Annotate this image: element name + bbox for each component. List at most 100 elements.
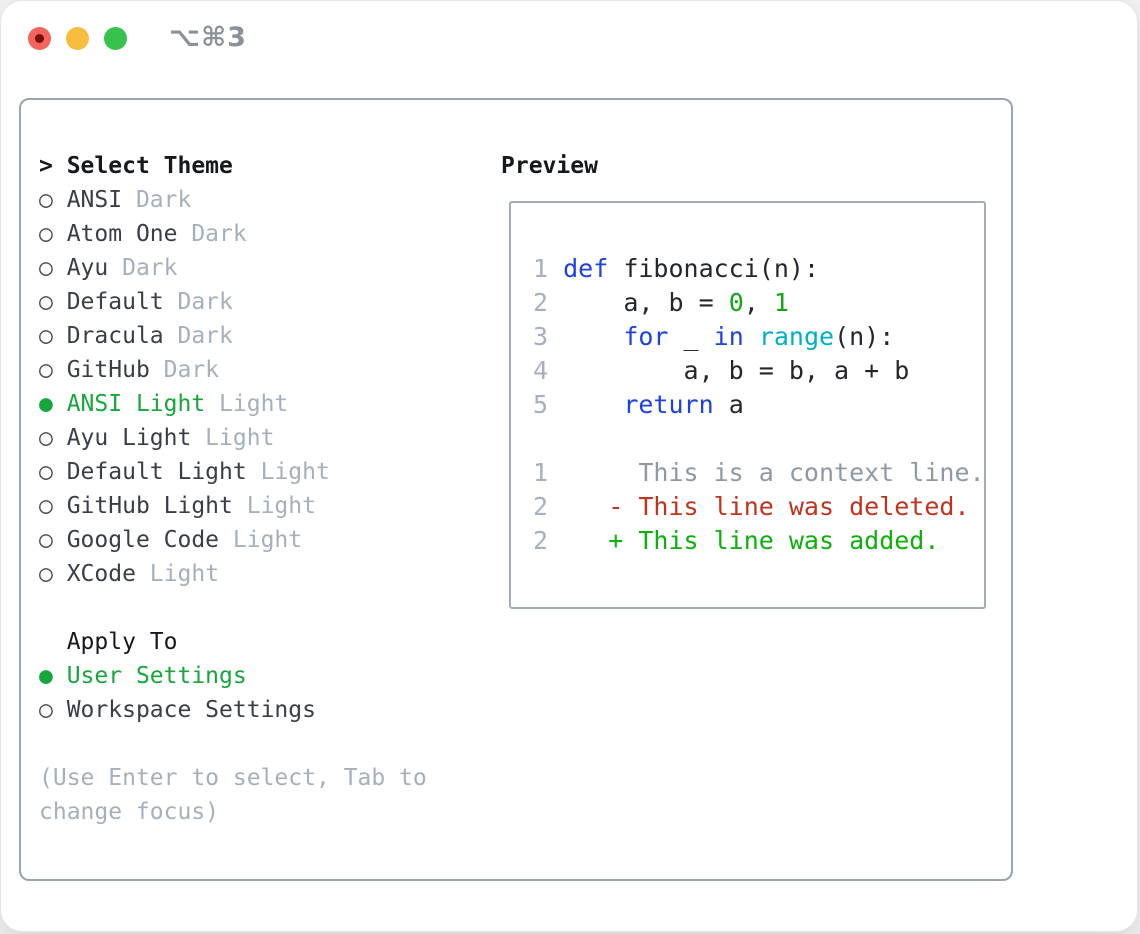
code-segment: (n): bbox=[834, 322, 895, 351]
theme-option-atom-one[interactable]: ○ Atom One Dark bbox=[39, 217, 427, 251]
radio-icon: ○ bbox=[39, 459, 67, 485]
theme-variant: Light bbox=[232, 493, 316, 519]
code-segment: return bbox=[623, 390, 714, 419]
code-segment: This is a context line. bbox=[563, 458, 985, 487]
theme-option-ansi[interactable]: ○ ANSI Dark bbox=[39, 183, 427, 217]
theme-option-google-code[interactable]: ○ Google Code Light bbox=[39, 523, 427, 557]
radio-icon: ○ bbox=[39, 561, 67, 587]
select-theme-title: Select Theme bbox=[66, 153, 233, 179]
code-segment: , bbox=[743, 288, 774, 317]
hint-text: (Use Enter to select, Tab to bbox=[39, 765, 427, 791]
line-number: 5 bbox=[533, 390, 564, 419]
apply-option-label: Workspace Settings bbox=[66, 697, 316, 723]
theme-name: XCode bbox=[66, 561, 136, 587]
radio-icon: ○ bbox=[39, 527, 67, 553]
code-segment: _ bbox=[668, 322, 714, 351]
theme-option-ansi-light[interactable]: ● ANSI Light Light bbox=[39, 387, 427, 421]
radio-selected-icon: ● bbox=[39, 663, 67, 689]
theme-variant: Light bbox=[219, 527, 303, 553]
theme-option-xcode[interactable]: ○ XCode Light bbox=[39, 557, 427, 591]
code-segment bbox=[563, 390, 623, 419]
theme-variant: Light bbox=[191, 425, 275, 451]
theme-name: ANSI Light bbox=[66, 391, 206, 417]
code-segment: 1 bbox=[773, 288, 789, 317]
indent bbox=[39, 629, 67, 655]
code-segment bbox=[744, 322, 759, 351]
code-segment: fibonacci(n): bbox=[623, 254, 819, 283]
line-number: 3 bbox=[533, 322, 564, 351]
close-button[interactable] bbox=[28, 27, 51, 50]
minimize-button[interactable] bbox=[66, 27, 89, 50]
theme-variant: Light bbox=[135, 561, 220, 587]
theme-name: Ayu bbox=[66, 255, 109, 281]
radio-icon: ○ bbox=[39, 357, 67, 383]
line-number: 4 bbox=[533, 356, 564, 385]
radio-icon: ○ bbox=[39, 697, 67, 723]
theme-name: GitHub bbox=[66, 357, 150, 383]
line-number: 2 bbox=[533, 288, 564, 317]
radio-icon: ○ bbox=[39, 187, 67, 213]
theme-name: Dracula bbox=[66, 323, 164, 349]
title-bar: ⌥⌘3 bbox=[1, 1, 1137, 77]
spacer bbox=[39, 727, 427, 761]
theme-variant: Dark bbox=[149, 357, 220, 383]
code-segment: def bbox=[563, 254, 624, 283]
radio-icon: ○ bbox=[39, 323, 67, 349]
blank-line bbox=[533, 422, 985, 456]
radio-icon: ○ bbox=[39, 221, 67, 247]
code-segment: in bbox=[713, 322, 744, 351]
preview-heading: Preview bbox=[501, 153, 598, 179]
theme-option-ayu-light[interactable]: ○ Ayu Light Light bbox=[39, 421, 427, 455]
code-line: 1 def fibonacci(n): bbox=[533, 252, 985, 286]
radio-icon: ○ bbox=[39, 425, 67, 451]
code-segment: a, b = b, a + b bbox=[563, 356, 910, 385]
theme-name: Default Light bbox=[66, 459, 247, 485]
radio-icon: ○ bbox=[39, 255, 67, 281]
hint-text: change focus) bbox=[39, 799, 220, 825]
spacer bbox=[39, 591, 427, 625]
radio-icon: ○ bbox=[39, 289, 67, 315]
theme-option-default-light[interactable]: ○ Default Light Light bbox=[39, 455, 427, 489]
line-number: 1 bbox=[533, 458, 564, 487]
apply-option-label: User Settings bbox=[66, 663, 247, 689]
line-number: 2 bbox=[533, 492, 564, 521]
radio-icon: ○ bbox=[39, 493, 67, 519]
code-segment bbox=[563, 492, 608, 521]
theme-name: GitHub Light bbox=[66, 493, 233, 519]
theme-variant: Dark bbox=[108, 255, 178, 281]
code-segment: - This line was deleted. bbox=[608, 492, 970, 521]
code-segment bbox=[563, 322, 623, 351]
code-line: 3 for _ in range(n): bbox=[533, 320, 985, 354]
diff-line: 2 - This line was deleted. bbox=[533, 490, 985, 524]
zoom-button[interactable] bbox=[104, 27, 127, 50]
apply-to-title: Apply To bbox=[66, 629, 178, 655]
radio-selected-icon: ● bbox=[39, 391, 67, 417]
code-segment: range bbox=[758, 322, 835, 351]
theme-name: ANSI bbox=[66, 187, 123, 213]
apply-option-user-settings[interactable]: ● User Settings bbox=[39, 659, 427, 693]
code-segment: + This line was added. bbox=[608, 526, 940, 555]
theme-option-ayu[interactable]: ○ Ayu Dark bbox=[39, 251, 427, 285]
theme-name: Atom One bbox=[66, 221, 178, 247]
code-line: 4 a, b = b, a + b bbox=[533, 354, 985, 388]
prompt-cursor: > bbox=[39, 153, 67, 179]
theme-name: Ayu Light bbox=[66, 425, 192, 451]
theme-option-github-light[interactable]: ○ GitHub Light Light bbox=[39, 489, 427, 523]
theme-list: > Select Theme ○ ANSI Dark○ Atom One Dar… bbox=[39, 149, 427, 829]
theme-variant: Light bbox=[205, 391, 289, 417]
theme-option-dracula[interactable]: ○ Dracula Dark bbox=[39, 319, 427, 353]
select-theme-heading: > Select Theme bbox=[39, 149, 427, 183]
code-segment: a, b = bbox=[563, 288, 729, 317]
theme-variant: Dark bbox=[163, 289, 233, 315]
apply-option-workspace-settings[interactable]: ○ Workspace Settings bbox=[39, 693, 427, 727]
theme-option-github[interactable]: ○ GitHub Dark bbox=[39, 353, 427, 387]
apply-to-heading: Apply To bbox=[39, 625, 427, 659]
line-number: 1 bbox=[533, 254, 564, 283]
diff-line: 1 This is a context line. bbox=[533, 456, 985, 490]
theme-option-default[interactable]: ○ Default Dark bbox=[39, 285, 427, 319]
code-segment: for bbox=[623, 322, 669, 351]
diff-line: 2 + This line was added. bbox=[533, 524, 985, 558]
theme-name: Default bbox=[66, 289, 164, 315]
